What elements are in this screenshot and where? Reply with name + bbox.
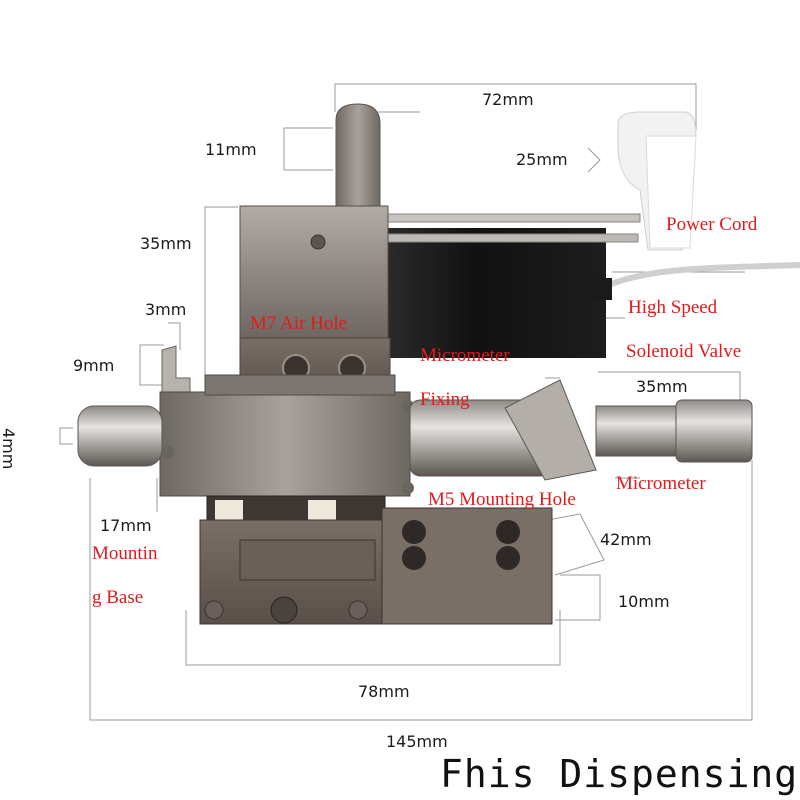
dim-nozzle-dia: 4mm — [0, 428, 18, 470]
dim-base-width: 78mm — [358, 682, 410, 701]
nozzle — [77, 405, 163, 467]
base-screw-2 — [270, 596, 298, 624]
guide-rod-top — [379, 213, 641, 223]
solenoid-valve — [388, 228, 606, 358]
body-screw-3 — [162, 446, 174, 458]
dim-fitting-height: 9mm — [73, 356, 115, 375]
label-high-speed: High Speed — [628, 297, 718, 318]
micrometer-sleeve — [595, 405, 677, 457]
dim-total-length: 145mm — [386, 732, 448, 751]
label-micrometer-fixing-2: Fixing — [420, 389, 470, 410]
label-micrometer: Micrometer — [616, 473, 706, 494]
label-power-cord: Power Cord — [666, 214, 758, 235]
label-m5-mounting-hole: M5 Mounting Hole — [428, 489, 576, 510]
label-micrometer-fixing-1: Micrometer — [420, 345, 510, 366]
dim-nozzle-offset: 17mm — [100, 516, 152, 535]
label-solenoid-valve: Solenoid Valve — [626, 341, 742, 362]
body-plate — [204, 374, 396, 396]
dim-handle-width: 11mm — [205, 140, 257, 159]
base-screw-3 — [348, 600, 368, 620]
label-mounting-base-2: g Base — [92, 587, 144, 608]
dim-top-width: 72mm — [482, 90, 534, 109]
fixing-clamp — [504, 379, 597, 481]
micrometer-thimble — [675, 399, 753, 463]
dim-base-depth: 42mm — [600, 530, 652, 549]
m5-hole-4 — [496, 546, 520, 570]
label-mounting-base-1: Mountin — [92, 543, 158, 564]
dim-base-height: 10mm — [618, 592, 670, 611]
valve-block — [239, 205, 389, 343]
main-body — [159, 391, 411, 497]
set-screw-top — [310, 234, 326, 250]
dimension-lines — [59, 83, 753, 721]
dim-micrometer-length: 35mm — [636, 377, 688, 396]
m5-hole-1 — [402, 520, 426, 544]
dim-clip-width: 25mm — [516, 150, 568, 169]
cable-gland — [590, 278, 612, 300]
m5-hole-3 — [402, 546, 426, 570]
dim-fitting-width: 3mm — [145, 300, 187, 319]
dim-valve-height: 35mm — [140, 234, 192, 253]
label-m7-air-hole: M7 Air Hole — [250, 313, 348, 334]
product-title: Fhis Dispensing — [440, 752, 799, 796]
power-cord — [596, 262, 800, 293]
air-fitting — [161, 345, 191, 393]
base-slot — [239, 539, 376, 581]
base-screw-1 — [204, 600, 224, 620]
m5-hole-2 — [496, 520, 520, 544]
guide-rod-bottom — [379, 233, 639, 243]
white-clip — [617, 111, 697, 251]
handle-loop — [335, 103, 381, 233]
body-screw-2 — [402, 482, 414, 494]
